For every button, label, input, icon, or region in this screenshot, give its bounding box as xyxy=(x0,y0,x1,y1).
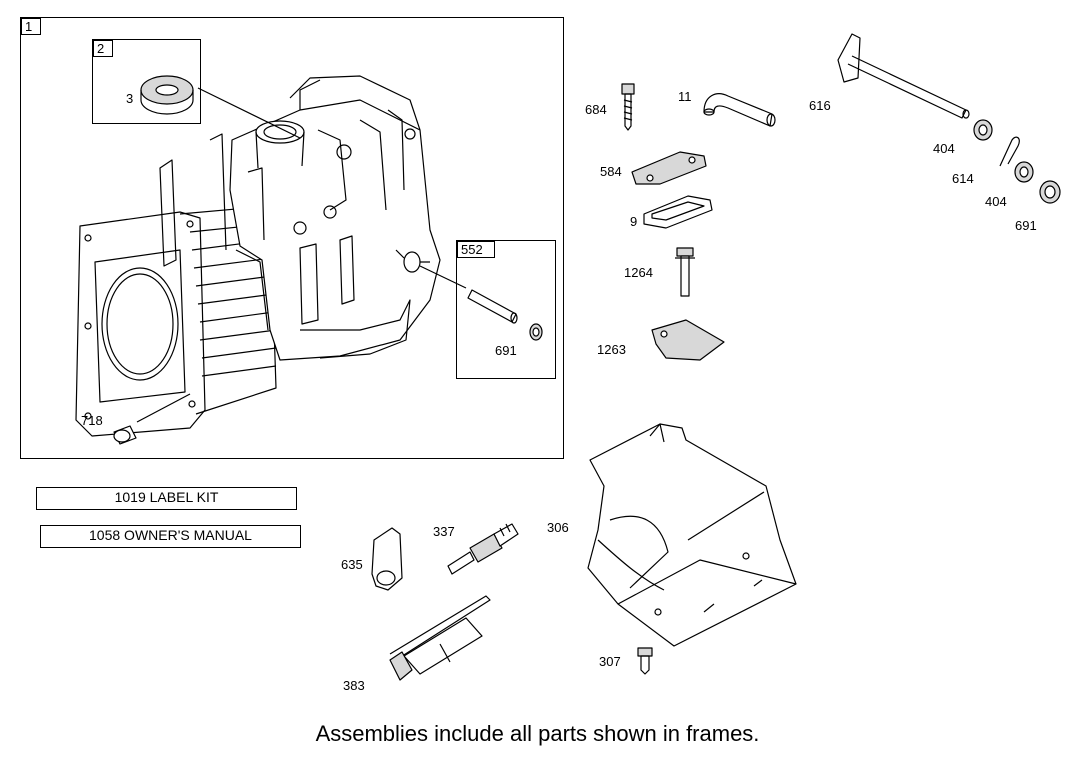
callout-584: 584 xyxy=(600,164,622,179)
frame-seal xyxy=(92,39,201,124)
engine-block-drawing xyxy=(75,75,441,437)
screw-307-drawing xyxy=(637,647,653,675)
hose-drawing xyxy=(703,93,776,127)
frame-tag-1: 1 xyxy=(21,18,41,35)
clip-614-drawing xyxy=(999,136,1020,167)
gasket-drawing xyxy=(643,195,713,229)
frame-dipstick-tube xyxy=(456,240,556,379)
callout-9: 9 xyxy=(630,214,638,229)
washer-404a-drawing xyxy=(973,119,993,141)
callout-1264: 1264 xyxy=(624,265,653,280)
callout-337: 337 xyxy=(433,524,455,539)
callout-306: 306 xyxy=(547,520,569,535)
seal-drawing xyxy=(140,75,194,115)
callout-307: 307 xyxy=(599,654,621,669)
kit-owners-manual: 1058 OWNER'S MANUAL xyxy=(40,525,301,548)
callout-684: 684 xyxy=(585,102,607,117)
callout-691-right: 691 xyxy=(1015,218,1037,233)
callout-1263: 1263 xyxy=(597,342,626,357)
callout-383: 383 xyxy=(343,678,365,693)
frame-tag-2: 2 xyxy=(93,40,113,57)
dipstick-tube-drawing xyxy=(467,289,543,341)
washer-404b-drawing xyxy=(1014,161,1034,183)
callout-635: 635 xyxy=(341,557,363,572)
dowel-pin-drawing xyxy=(113,425,137,445)
assembly-footnote: Assemblies include all parts shown in fr… xyxy=(315,721,760,746)
callout-691-frame: 691 xyxy=(495,343,517,358)
spark-plug-boot-drawing xyxy=(371,527,403,591)
kit-label-kit: 1019 LABEL KIT xyxy=(36,487,297,510)
spark-plug-wrench-drawing xyxy=(389,595,491,681)
bolt-1264-drawing xyxy=(675,247,695,297)
callout-718: 718 xyxy=(81,413,103,428)
breather-cover-drawing xyxy=(631,151,707,185)
callout-3: 3 xyxy=(126,91,134,106)
shroud-drawing xyxy=(587,423,797,647)
plate-1263-drawing xyxy=(651,319,725,361)
callout-404-upper: 404 xyxy=(933,141,955,156)
spark-plug-drawing xyxy=(447,523,519,575)
callout-616: 616 xyxy=(809,98,831,113)
callout-404-lower: 404 xyxy=(985,194,1007,209)
governor-shaft-drawing xyxy=(837,33,970,119)
bolt-684-drawing xyxy=(621,83,635,131)
callout-11: 11 xyxy=(678,89,692,104)
callout-614: 614 xyxy=(952,171,974,186)
washer-691-drawing xyxy=(1039,180,1061,204)
frame-tag-552: 552 xyxy=(457,241,495,258)
frame-engine-block xyxy=(20,17,564,459)
